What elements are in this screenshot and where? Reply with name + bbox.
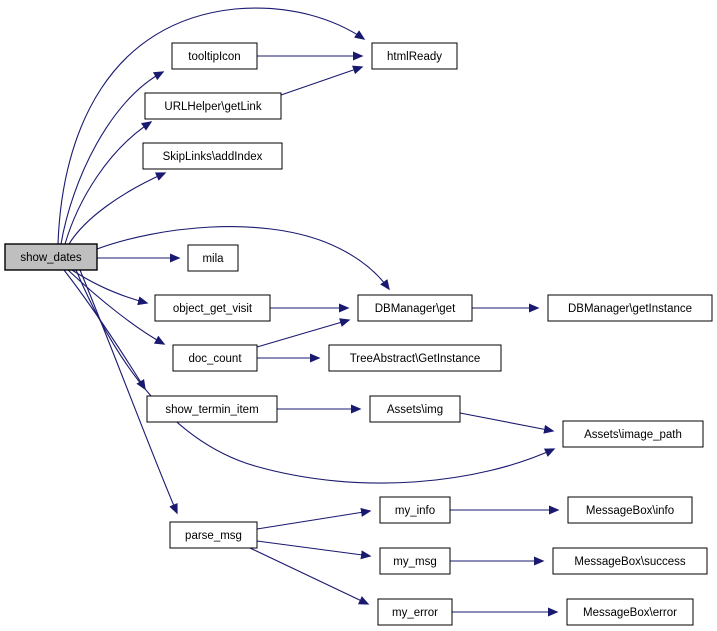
edge-parse_msg-my_info	[256, 507, 372, 530]
node-dbmanager_get[interactable]: DBManager\get	[357, 294, 473, 322]
node-parse_msg-label: parse_msg	[185, 530, 242, 542]
edge-show_dates-htmlready	[57, 7, 366, 245]
edge-show_dates-parse_msg	[79, 269, 178, 515]
node-my_error-label: my_error	[392, 607, 438, 619]
edge-show_dates-doc_count	[67, 269, 166, 345]
node-mila-label: mila	[202, 253, 224, 265]
node-show_termin_item[interactable]: show_termin_item	[146, 395, 278, 423]
edge-doc_count-dbmanager_get	[256, 318, 351, 348]
node-my_msg-label: my_msg	[393, 556, 436, 568]
node-htmlready-label: htmlReady	[387, 51, 442, 63]
edges-layer	[57, 7, 560, 617]
edge-assets_img-assets_image_path	[459, 412, 555, 434]
edge-show_dates-assets_image_path	[75, 269, 556, 484]
node-object_get_visit-label: object_get_visit	[173, 303, 253, 315]
node-object_get_visit[interactable]: object_get_visit	[154, 294, 271, 322]
edge-show_dates-dbmanager_get	[96, 226, 390, 291]
node-dbmanager_get-label: DBManager\get	[375, 303, 456, 315]
node-tooltipicon-label: tooltipIcon	[188, 51, 240, 63]
node-dbmanager_getinstance-label: DBManager\getInstance	[568, 303, 692, 315]
edge-parse_msg-my_msg	[256, 540, 372, 560]
node-messagebox_info[interactable]: MessageBox\info	[567, 496, 693, 524]
node-tooltipicon[interactable]: tooltipIcon	[171, 42, 258, 70]
node-assets_image_path[interactable]: Assets\image_path	[562, 420, 704, 448]
node-urlhelper_getlink-label: URLHelper\getLink	[164, 101, 261, 113]
nodes-layer: show_dates tooltipIcon htmlReady URLHelp…	[4, 42, 713, 626]
node-my_msg[interactable]: my_msg	[379, 547, 451, 575]
node-mila[interactable]: mila	[187, 244, 239, 272]
node-skiplinks_addindex-label: SkipLinks\addIndex	[163, 151, 263, 163]
node-messagebox_success-label: MessageBox\success	[574, 556, 685, 568]
node-doc_count[interactable]: doc_count	[172, 344, 258, 372]
edge-parse_msg-my_error	[249, 547, 370, 605]
node-show_dates-label: show_dates	[20, 252, 82, 264]
edge-show_dates-urlhelper_getlink	[64, 121, 153, 245]
node-parse_msg[interactable]: parse_msg	[169, 521, 258, 549]
node-doc_count-label: doc_count	[188, 353, 242, 365]
node-my_info[interactable]: my_info	[379, 496, 451, 524]
edge-show_dates-object_get_visit	[71, 269, 149, 306]
edge-urlhelper_getlink-htmlready	[280, 65, 364, 96]
edge-show_dates-tooltipicon	[60, 71, 165, 245]
edge-show_dates-show_termin_item	[63, 269, 146, 391]
edge-show_dates-skiplinks_addindex	[68, 172, 167, 245]
node-show_termin_item-label: show_termin_item	[165, 404, 258, 416]
node-messagebox_error-label: MessageBox\error	[583, 607, 677, 619]
node-skiplinks_addindex[interactable]: SkipLinks\addIndex	[142, 142, 283, 170]
node-show_dates[interactable]: show_dates	[4, 243, 98, 271]
node-urlhelper_getlink[interactable]: URLHelper\getLink	[144, 92, 282, 120]
node-messagebox_error[interactable]: MessageBox\error	[566, 598, 694, 626]
node-my_info-label: my_info	[395, 505, 435, 517]
node-my_error[interactable]: my_error	[377, 598, 453, 626]
node-assets_img[interactable]: Assets\img	[369, 395, 461, 423]
node-messagebox_success[interactable]: MessageBox\success	[552, 547, 708, 575]
node-assets_image_path-label: Assets\image_path	[584, 429, 682, 441]
node-assets_img-label: Assets\img	[387, 404, 443, 416]
node-treeabstract_getinstance-label: TreeAbstract\GetInstance	[350, 353, 481, 365]
node-treeabstract_getinstance[interactable]: TreeAbstract\GetInstance	[328, 344, 502, 372]
node-messagebox_info-label: MessageBox\info	[586, 505, 674, 517]
node-dbmanager_getinstance[interactable]: DBManager\getInstance	[547, 294, 713, 322]
node-htmlready[interactable]: htmlReady	[371, 42, 458, 70]
